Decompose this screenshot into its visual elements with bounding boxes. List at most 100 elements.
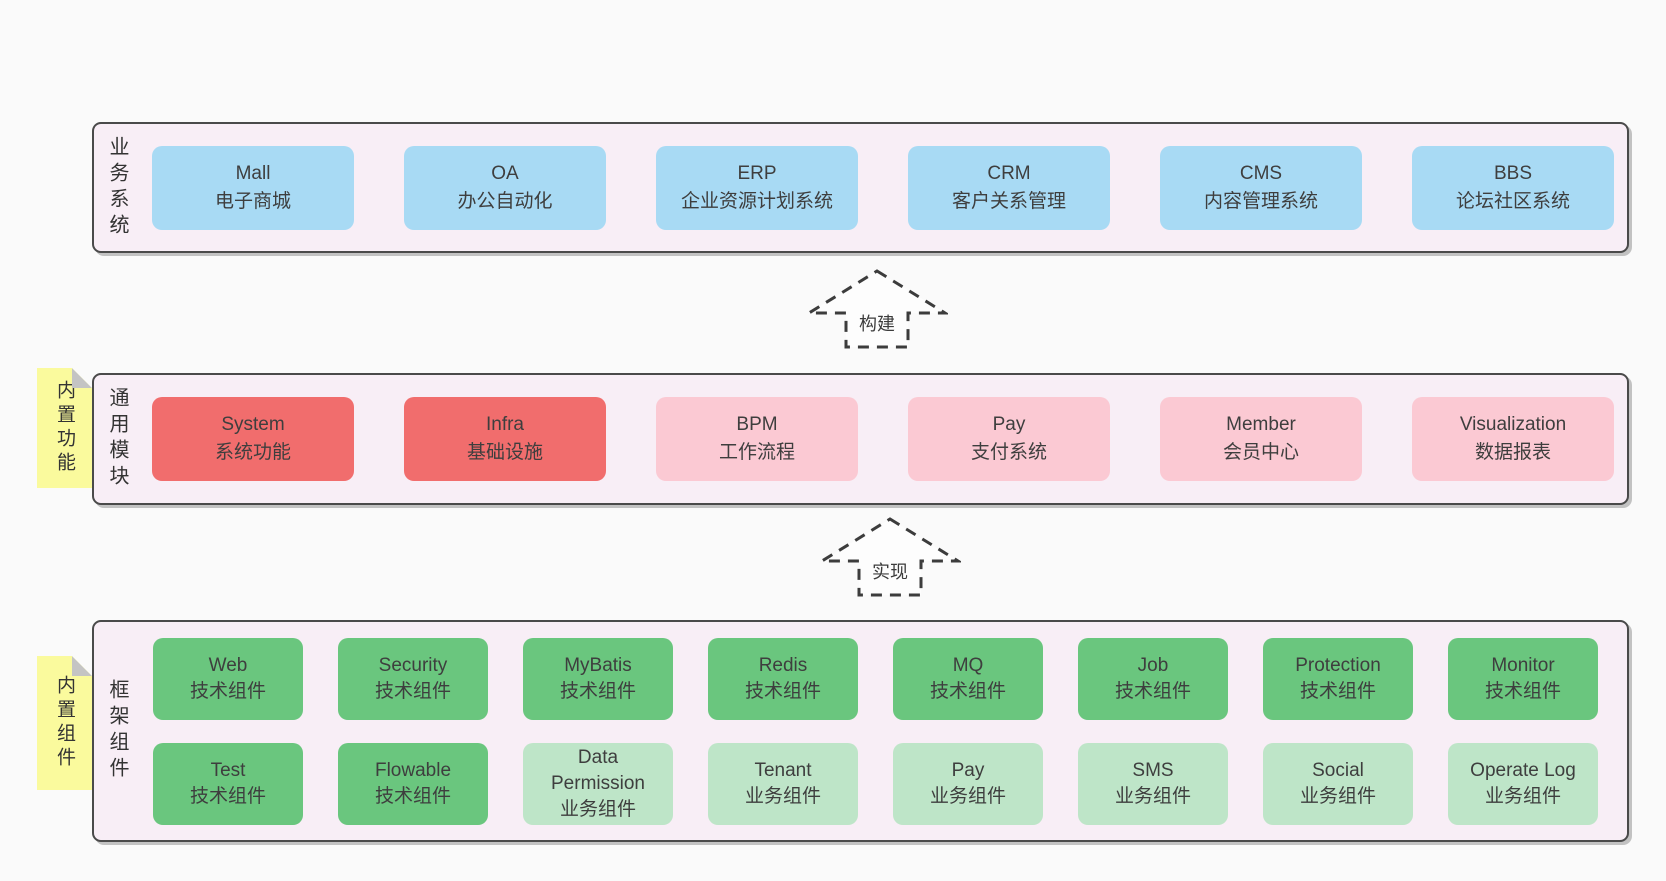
box-title: MQ (952, 654, 984, 676)
builtin-features-label: 内置功能 (54, 380, 75, 476)
box-subtitle: 客户关系管理 (951, 190, 1066, 212)
box-subtitle: 技术组件 (1484, 680, 1561, 702)
business-systems-panel: 业务系统 Mall 电子商城 OA 办公自动化 ERP 企业资源计划系统 CRM… (92, 122, 1629, 253)
box-subtitle: 技术组件 (189, 785, 266, 807)
box-pay-component: Pay 业务组件 (893, 742, 1043, 825)
box-title: Data Permission (551, 746, 645, 794)
box-subtitle: 技术组件 (1114, 680, 1191, 702)
box-subtitle: 内容管理系统 (1203, 190, 1318, 212)
box-subtitle: 电子商城 (214, 190, 291, 212)
builtin-components-label: 内置组件 (54, 675, 75, 771)
box-title: Visualization (1459, 414, 1567, 435)
box-title: Infra (485, 414, 525, 435)
box-title: Pay (992, 414, 1026, 435)
box-subtitle: 业务组件 (559, 798, 636, 820)
business-systems-label: 业务系统 (106, 135, 128, 240)
box-operate-log: Operate Log 业务组件 (1448, 742, 1598, 825)
box-title: Protection (1295, 654, 1381, 676)
implement-arrow-label: 实现 (869, 558, 911, 584)
box-bbs: BBS 论坛社区系统 (1412, 145, 1614, 230)
box-subtitle: 业务组件 (1114, 785, 1191, 807)
box-title: Monitor (1491, 654, 1555, 676)
business-systems-row: Mall 电子商城 OA 办公自动化 ERP 企业资源计划系统 CRM 客户关系… (152, 145, 1614, 230)
common-modules-label: 通用模块 (106, 387, 128, 491)
folded-corner-icon (72, 368, 92, 388)
box-title: Tenant (754, 759, 812, 781)
box-data-permission: Data Permission 业务组件 (523, 742, 673, 825)
box-subtitle: 技术组件 (559, 680, 636, 702)
box-title: SMS (1132, 759, 1174, 781)
box-title: CMS (1239, 162, 1283, 184)
framework-components-label: 框架组件 (106, 679, 128, 783)
box-title: BPM (736, 414, 778, 435)
box-subtitle: 工作流程 (718, 442, 795, 463)
box-crm: CRM 客户关系管理 (908, 145, 1110, 230)
build-arrow: 构建 (806, 268, 948, 350)
box-title: Job (1137, 654, 1169, 676)
box-infra: Infra 基础设施 (404, 397, 606, 481)
framework-components-row-1: Web 技术组件 Security 技术组件 MyBatis 技术组件 Redi… (153, 637, 1598, 720)
box-title: Member (1226, 414, 1296, 435)
box-bpm: BPM 工作流程 (656, 397, 858, 481)
framework-components-panel: 框架组件 Web 技术组件 Security 技术组件 MyBatis 技术组件… (92, 620, 1629, 842)
box-subtitle: 数据报表 (1474, 442, 1551, 463)
box-subtitle: 基础设施 (466, 442, 543, 463)
box-title: Mall (235, 162, 271, 184)
up-arrow-icon (819, 517, 961, 597)
box-title: MyBatis (564, 654, 632, 676)
box-mq: MQ 技术组件 (893, 637, 1043, 720)
builtin-components-sticky: 内置组件 (37, 656, 92, 790)
folded-corner-icon (72, 656, 92, 676)
box-redis: Redis 技术组件 (708, 637, 858, 720)
box-mall: Mall 电子商城 (152, 145, 354, 230)
box-flowable: Flowable 技术组件 (338, 742, 488, 825)
box-title: System (221, 414, 285, 435)
box-security: Security 技术组件 (338, 637, 488, 720)
box-subtitle: 系统功能 (214, 442, 291, 463)
box-subtitle: 业务组件 (1299, 785, 1376, 807)
box-monitor: Monitor 技术组件 (1448, 637, 1598, 720)
common-modules-row: System 系统功能 Infra 基础设施 BPM 工作流程 Pay 支付系统… (152, 397, 1614, 481)
box-erp: ERP 企业资源计划系统 (656, 145, 858, 230)
box-job: Job 技术组件 (1078, 637, 1228, 720)
box-subtitle: 支付系统 (970, 442, 1047, 463)
box-subtitle: 业务组件 (929, 785, 1006, 807)
box-title: Test (210, 759, 246, 781)
box-subtitle: 技术组件 (374, 785, 451, 807)
box-title: Security (378, 654, 448, 676)
box-subtitle: 企业资源计划系统 (680, 190, 833, 212)
box-pay-system: Pay 支付系统 (908, 397, 1110, 481)
up-arrow-icon (806, 269, 948, 349)
box-subtitle: 技术组件 (1299, 680, 1376, 702)
box-oa: OA 办公自动化 (404, 145, 606, 230)
box-tenant: Tenant 业务组件 (708, 742, 858, 825)
box-title: ERP (737, 162, 777, 184)
box-title: BBS (1493, 162, 1533, 184)
box-subtitle: 技术组件 (374, 680, 451, 702)
box-title: Social (1312, 759, 1364, 781)
build-arrow-label: 构建 (856, 310, 898, 336)
builtin-features-sticky: 内置功能 (37, 368, 92, 488)
box-test: Test 技术组件 (153, 742, 303, 825)
box-subtitle: 技术组件 (744, 680, 821, 702)
common-modules-panel: 通用模块 System 系统功能 Infra 基础设施 BPM 工作流程 Pay… (92, 373, 1629, 505)
box-title: Operate Log (1470, 759, 1576, 781)
framework-components-grid: Web 技术组件 Security 技术组件 MyBatis 技术组件 Redi… (153, 637, 1598, 825)
box-title: Flowable (374, 759, 452, 781)
box-social: Social 业务组件 (1263, 742, 1413, 825)
box-title: Redis (758, 654, 808, 676)
box-title: Pay (951, 759, 985, 781)
box-subtitle: 技术组件 (929, 680, 1006, 702)
box-member: Member 会员中心 (1160, 397, 1362, 481)
framework-components-row-2: Test 技术组件 Flowable 技术组件 Data Permission … (153, 742, 1598, 825)
box-cms: CMS 内容管理系统 (1160, 145, 1362, 230)
box-subtitle: 办公自动化 (457, 190, 553, 212)
box-subtitle: 业务组件 (1484, 785, 1561, 807)
box-subtitle: 技术组件 (189, 680, 266, 702)
box-title: OA (491, 162, 519, 184)
box-title: Web (208, 654, 248, 676)
implement-arrow: 实现 (819, 516, 961, 598)
box-system: System 系统功能 (152, 397, 354, 481)
box-title: CRM (987, 162, 1031, 184)
